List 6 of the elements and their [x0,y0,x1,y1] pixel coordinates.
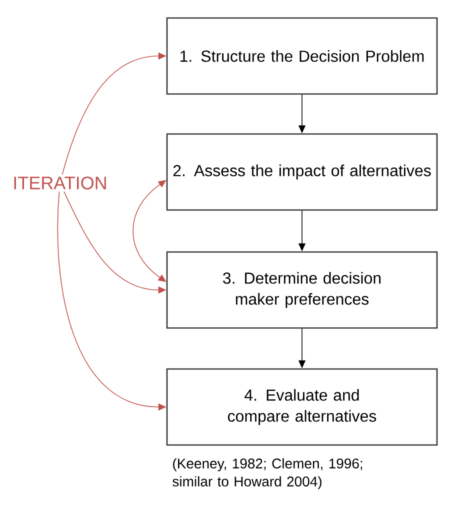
citation-text: (Keeney, 1982; Clemen, 1996; similar to Howard 2004) [172,458,362,490]
process-box: 4. Evaluate and compare alternatives [166,368,438,446]
iteration-label: ITERATION [14,176,106,190]
process-box: 2. Assess the impact of alternatives [166,133,438,211]
process-box: 3. Determine decision maker preferences [166,251,438,329]
process-box: 1. Structure the Decision Problem [166,17,438,95]
